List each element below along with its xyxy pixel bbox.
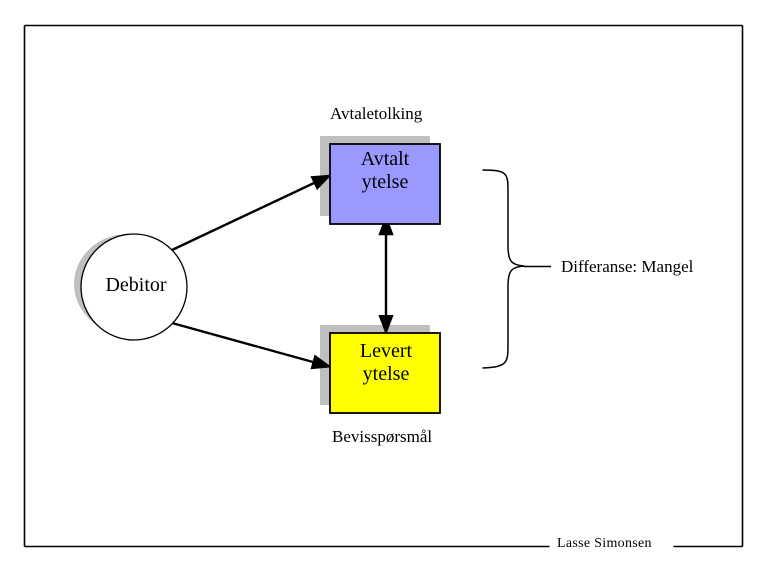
connector-debitor-to-levert-ytelse	[171, 321, 332, 370]
right-brace-icon	[482, 169, 525, 369]
label-bevissporsmal: Bevisspørsmål	[332, 427, 433, 446]
author-credit: Lasse Simonsen	[553, 536, 656, 552]
avtalt-ytelse-node[interactable]	[329, 143, 441, 225]
debitor-label: Debitor	[105, 274, 167, 296]
levert-ytelse-label: Levert ytelse	[359, 340, 413, 385]
connector-debitor-to-avtalt-ytelse	[171, 173, 332, 252]
label-differanse-mangel: Differanse: Mangel	[561, 257, 694, 276]
levert-ytelse-node[interactable]	[329, 332, 441, 414]
avtalt-ytelse-label: Avtalt ytelse	[360, 148, 410, 193]
debitor-node[interactable]	[80, 233, 188, 341]
label-avtaletolking: Avtaletolking	[330, 104, 423, 123]
